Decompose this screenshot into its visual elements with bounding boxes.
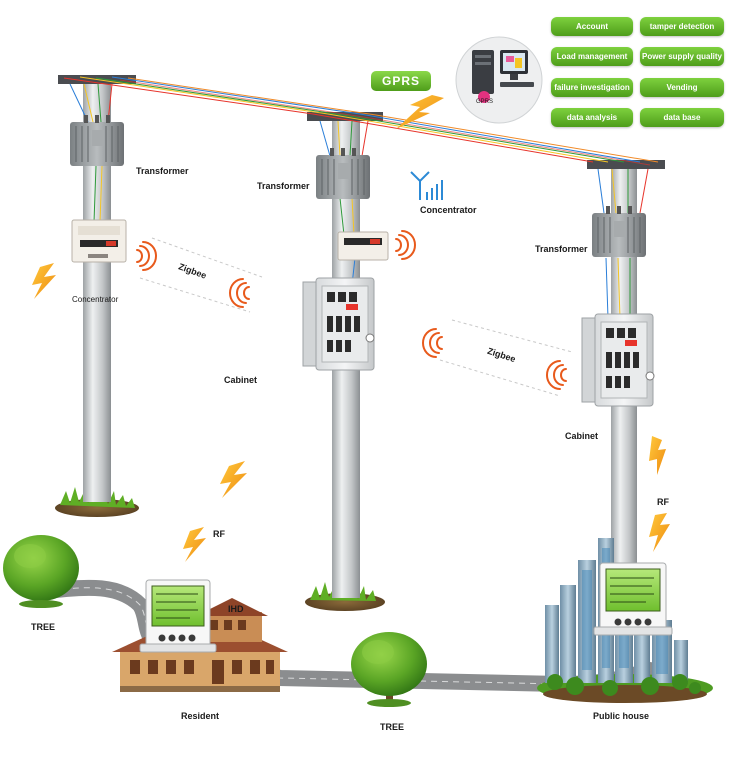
lightning-icon-4 (649, 436, 666, 475)
concentrator-center-unit (337, 231, 389, 261)
cabinet-right-label: Cabinet (565, 431, 599, 441)
function-data-base: data base (640, 108, 724, 127)
zigbee-beam-left (139, 237, 263, 313)
lightning-icon-3 (183, 527, 206, 562)
signal-wave-icon-5 (546, 360, 567, 390)
concentrator-left-unit (71, 219, 127, 263)
gprs-server-icon (455, 36, 543, 124)
transformer-left-unit (70, 115, 124, 166)
function-account: Account (551, 17, 633, 36)
transformer-left-label: Transformer (136, 166, 189, 176)
overhead-lines (63, 76, 659, 166)
tree-center-label: TREE (380, 722, 405, 732)
function-failure-investigation: failure investigation (551, 78, 633, 97)
function-data-analysis: data analysis (551, 108, 633, 127)
antenna-icon (410, 171, 443, 200)
lightning-icon-gprs (396, 95, 444, 129)
transformer-right-label: Transformer (535, 244, 588, 254)
cabinet-right-unit (581, 313, 655, 407)
rf-right-label: RF (657, 497, 669, 507)
zigbee-beam-right (439, 319, 573, 397)
function-vending: Vending (640, 78, 724, 97)
gprs-server-caption: GPRS (476, 99, 494, 105)
cabinet-center-unit (302, 277, 375, 371)
signal-wave-icon-2 (229, 278, 250, 308)
signal-wave-icons (136, 230, 567, 390)
ihd-device-left-icon (139, 579, 217, 653)
transformer-right-unit (592, 206, 646, 257)
signal-wave-icon-1 (136, 241, 157, 271)
ihd-device-right-icon (593, 562, 673, 636)
concentrator-left-label: Concentrator (72, 295, 119, 304)
signal-wave-icon-3 (395, 230, 416, 260)
lightning-icon-2 (220, 461, 247, 498)
tree-left-label: TREE (31, 622, 56, 632)
signal-wave-icon-4 (422, 328, 443, 358)
resident-label: Resident (181, 711, 220, 721)
crossarm-right (587, 160, 665, 169)
lightning-icon-1 (32, 263, 56, 299)
function-load-management: Load management (551, 47, 633, 66)
cabinet-center-label: Cabinet (224, 375, 258, 385)
public-house-label: Public house (593, 711, 650, 721)
rf-left-label: RF (213, 529, 225, 539)
transformer-center-label: Transformer (257, 181, 310, 191)
lightning-icon-5 (649, 513, 670, 552)
gprs-label: GPRS (371, 71, 431, 91)
function-tamper-detection: tamper detection (640, 17, 724, 36)
concentrator-center-label: Concentrator (420, 205, 477, 215)
transformer-center-unit (316, 148, 370, 199)
tree-center-icon (351, 632, 427, 707)
tree-left-icon (3, 535, 79, 608)
ihd-label: IHD (228, 604, 244, 614)
lightning-icons (32, 95, 670, 562)
function-power-supply-quality: Power supply quality (640, 47, 724, 66)
